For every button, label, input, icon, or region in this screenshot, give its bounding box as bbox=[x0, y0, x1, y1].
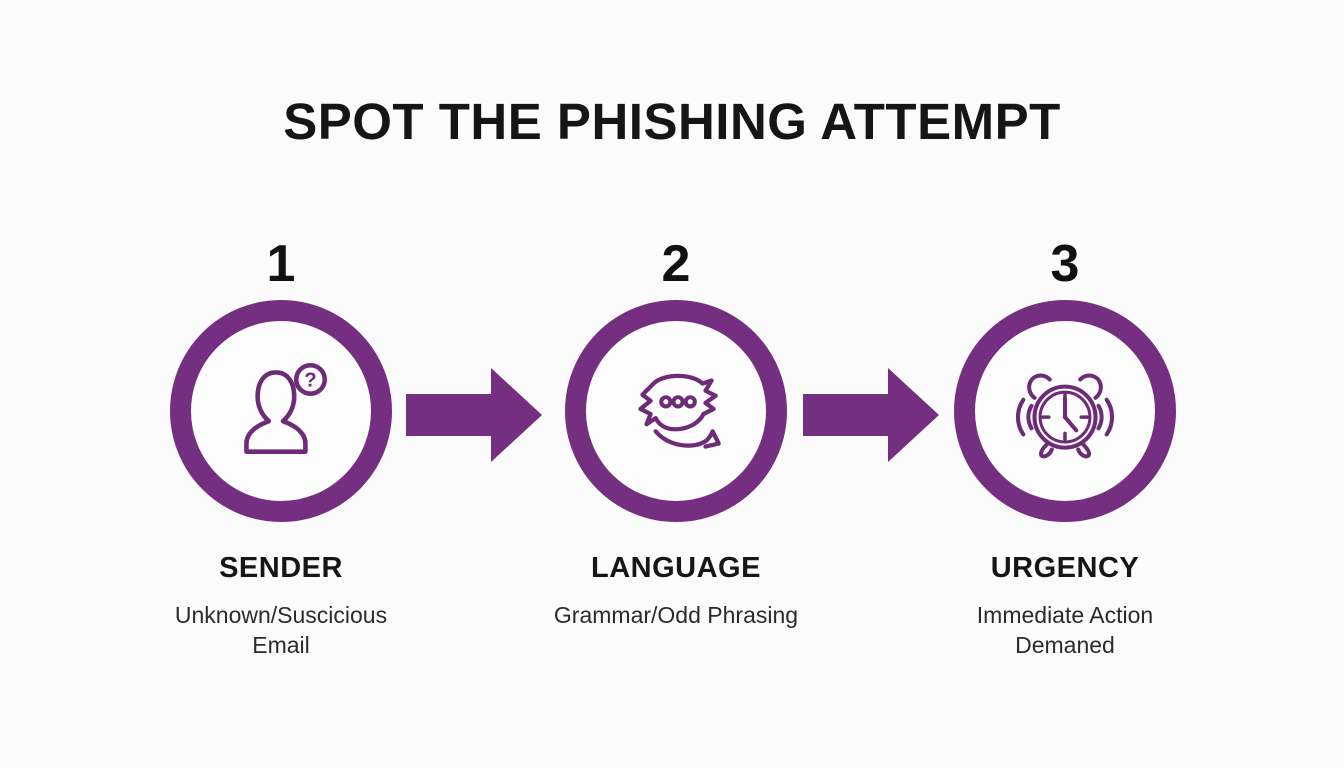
step-description: Unknown/Suscicious Email bbox=[174, 602, 388, 658]
step-number: 1 bbox=[266, 235, 296, 293]
step-urgency: 3 bbox=[905, 236, 1225, 661]
step-label: LANGUAGE bbox=[591, 552, 761, 584]
step-label: SENDER bbox=[219, 552, 343, 584]
right-arrow-icon bbox=[406, 368, 542, 462]
step-description: Grammar/Odd Phrasing bbox=[553, 602, 799, 628]
ringing-alarm-clock-icon bbox=[1015, 373, 1115, 459]
step-number: 3 bbox=[1050, 235, 1080, 293]
step-language: 2 LANGUAGE Grammar/Odd Phrasing bbox=[516, 236, 836, 631]
question-mark-glyph: ? bbox=[304, 370, 316, 392]
step-circle bbox=[565, 300, 787, 522]
unknown-sender-person-question-icon: ? bbox=[244, 362, 328, 454]
step-circle: ? bbox=[170, 300, 392, 522]
right-arrow-icon bbox=[803, 368, 939, 462]
jagged-speech-bubble-icon bbox=[638, 373, 721, 449]
step-sender: 1 ? SENDER Unknown/Suscicious Email bbox=[121, 236, 441, 661]
step-circle bbox=[954, 300, 1176, 522]
step-description: Immediate Action Demaned bbox=[976, 602, 1154, 658]
step-number: 2 bbox=[661, 235, 691, 293]
page-title: SPOT THE PHISHING ATTEMPT bbox=[283, 93, 1061, 150]
step-label: URGENCY bbox=[990, 552, 1140, 584]
